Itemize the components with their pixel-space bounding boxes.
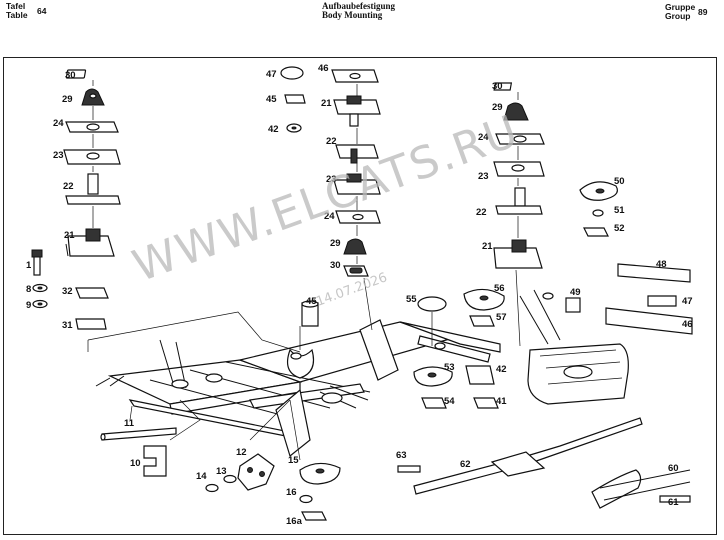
chassis-frame bbox=[87, 269, 521, 461]
callout-51: 51 bbox=[614, 205, 625, 216]
callout-16-text: 16 bbox=[286, 487, 297, 498]
callout-61-text: 61 bbox=[668, 497, 679, 508]
callout-16a-text: 16a bbox=[286, 516, 303, 527]
title-english: Body Mounting bbox=[322, 10, 383, 20]
callout-14-text: 14 bbox=[196, 471, 207, 482]
callout-22-right: 30 bbox=[492, 81, 503, 92]
callout-15-text: 15 bbox=[288, 455, 299, 466]
callout-60-text: 60 bbox=[668, 463, 679, 474]
parts-41-57 bbox=[413, 288, 505, 409]
callout-20-right: 24 bbox=[478, 132, 489, 143]
callout-52: 52 bbox=[614, 223, 625, 234]
callout-17-left: 21 bbox=[64, 230, 75, 241]
callout-22-middle: 30 bbox=[330, 260, 341, 271]
callout-8: 8 bbox=[26, 284, 31, 295]
parts-50-52 bbox=[579, 181, 618, 237]
callout-20-middle: 24 bbox=[324, 211, 335, 222]
callout-31: 46 bbox=[318, 63, 329, 74]
callout-46-text: 46 bbox=[682, 319, 693, 330]
callout-54-text: 54 bbox=[444, 396, 455, 407]
callout-17-middle: 21 bbox=[321, 98, 332, 109]
callout-20-left: 24 bbox=[53, 118, 64, 129]
callout-18-left: 22 bbox=[63, 181, 74, 192]
callout-50: 50 bbox=[614, 176, 625, 187]
callout-1: 1 bbox=[26, 260, 32, 271]
straps-60-63 bbox=[397, 417, 691, 509]
callout-30: 45 bbox=[266, 94, 277, 105]
callout-56-text: 56 bbox=[494, 283, 505, 294]
callout-21-middle: 29 bbox=[330, 238, 341, 249]
right-mount-stack bbox=[493, 82, 545, 269]
watermark-text: WWW.ELCATS.RU bbox=[126, 105, 526, 292]
callout-labels: 30 29 24 23 22 21 1 8 9 32 31 47 45 42 4… bbox=[26, 63, 693, 527]
callout-45-text: 45 bbox=[306, 296, 317, 307]
middle-mount-stack bbox=[280, 66, 381, 277]
callout-21-left: 29 bbox=[62, 94, 73, 105]
callout-21-right: 29 bbox=[492, 102, 503, 113]
gruppe-label: Gruppe bbox=[665, 2, 696, 12]
callout-29: 42 bbox=[268, 124, 279, 135]
callout-17-right: 21 bbox=[482, 241, 493, 252]
callout-62-text: 62 bbox=[460, 459, 471, 470]
callout-49-text: 49 bbox=[570, 287, 581, 298]
table-label: Table bbox=[6, 10, 28, 20]
callout-32: 47 bbox=[266, 69, 277, 80]
group-label: Group bbox=[665, 11, 691, 21]
callout-23: 31 bbox=[62, 320, 73, 331]
callout-9: 9 bbox=[26, 300, 31, 311]
tank-and-bars bbox=[301, 263, 693, 405]
callout-53-text: 53 bbox=[444, 362, 455, 373]
callout-19-left: 23 bbox=[53, 150, 64, 161]
callout-19-right: 23 bbox=[478, 171, 489, 182]
callout-41-text: 41 bbox=[496, 396, 507, 407]
callout-19-middle: 23 bbox=[326, 174, 337, 185]
parts-10-16 bbox=[100, 427, 341, 521]
title-german: Aufbaubefestigung bbox=[322, 1, 396, 11]
callout-22-left: 30 bbox=[65, 70, 76, 81]
callout-18-right: 22 bbox=[476, 207, 487, 218]
callout-10-text: 10 bbox=[130, 458, 141, 469]
callout-48-text: 48 bbox=[656, 259, 667, 270]
diagram-frame bbox=[3, 57, 717, 535]
callout-42-text: 42 bbox=[496, 364, 507, 375]
tafel-label: Tafel bbox=[6, 1, 26, 11]
callout-12-text: 12 bbox=[236, 447, 247, 458]
callout-18-middle: 22 bbox=[326, 136, 337, 147]
callout-57-text: 57 bbox=[496, 312, 507, 323]
left-mount-stack bbox=[31, 69, 121, 330]
callout-47-text: 47 bbox=[682, 296, 693, 307]
callout-63-text: 63 bbox=[396, 450, 407, 461]
callout-24: 32 bbox=[62, 286, 73, 297]
callout-55-text: 55 bbox=[406, 294, 417, 305]
table-number: 64 bbox=[37, 6, 47, 16]
callout-11-text: 11 bbox=[124, 418, 135, 429]
callout-13-text: 13 bbox=[216, 466, 227, 477]
group-number: 89 bbox=[698, 7, 708, 17]
